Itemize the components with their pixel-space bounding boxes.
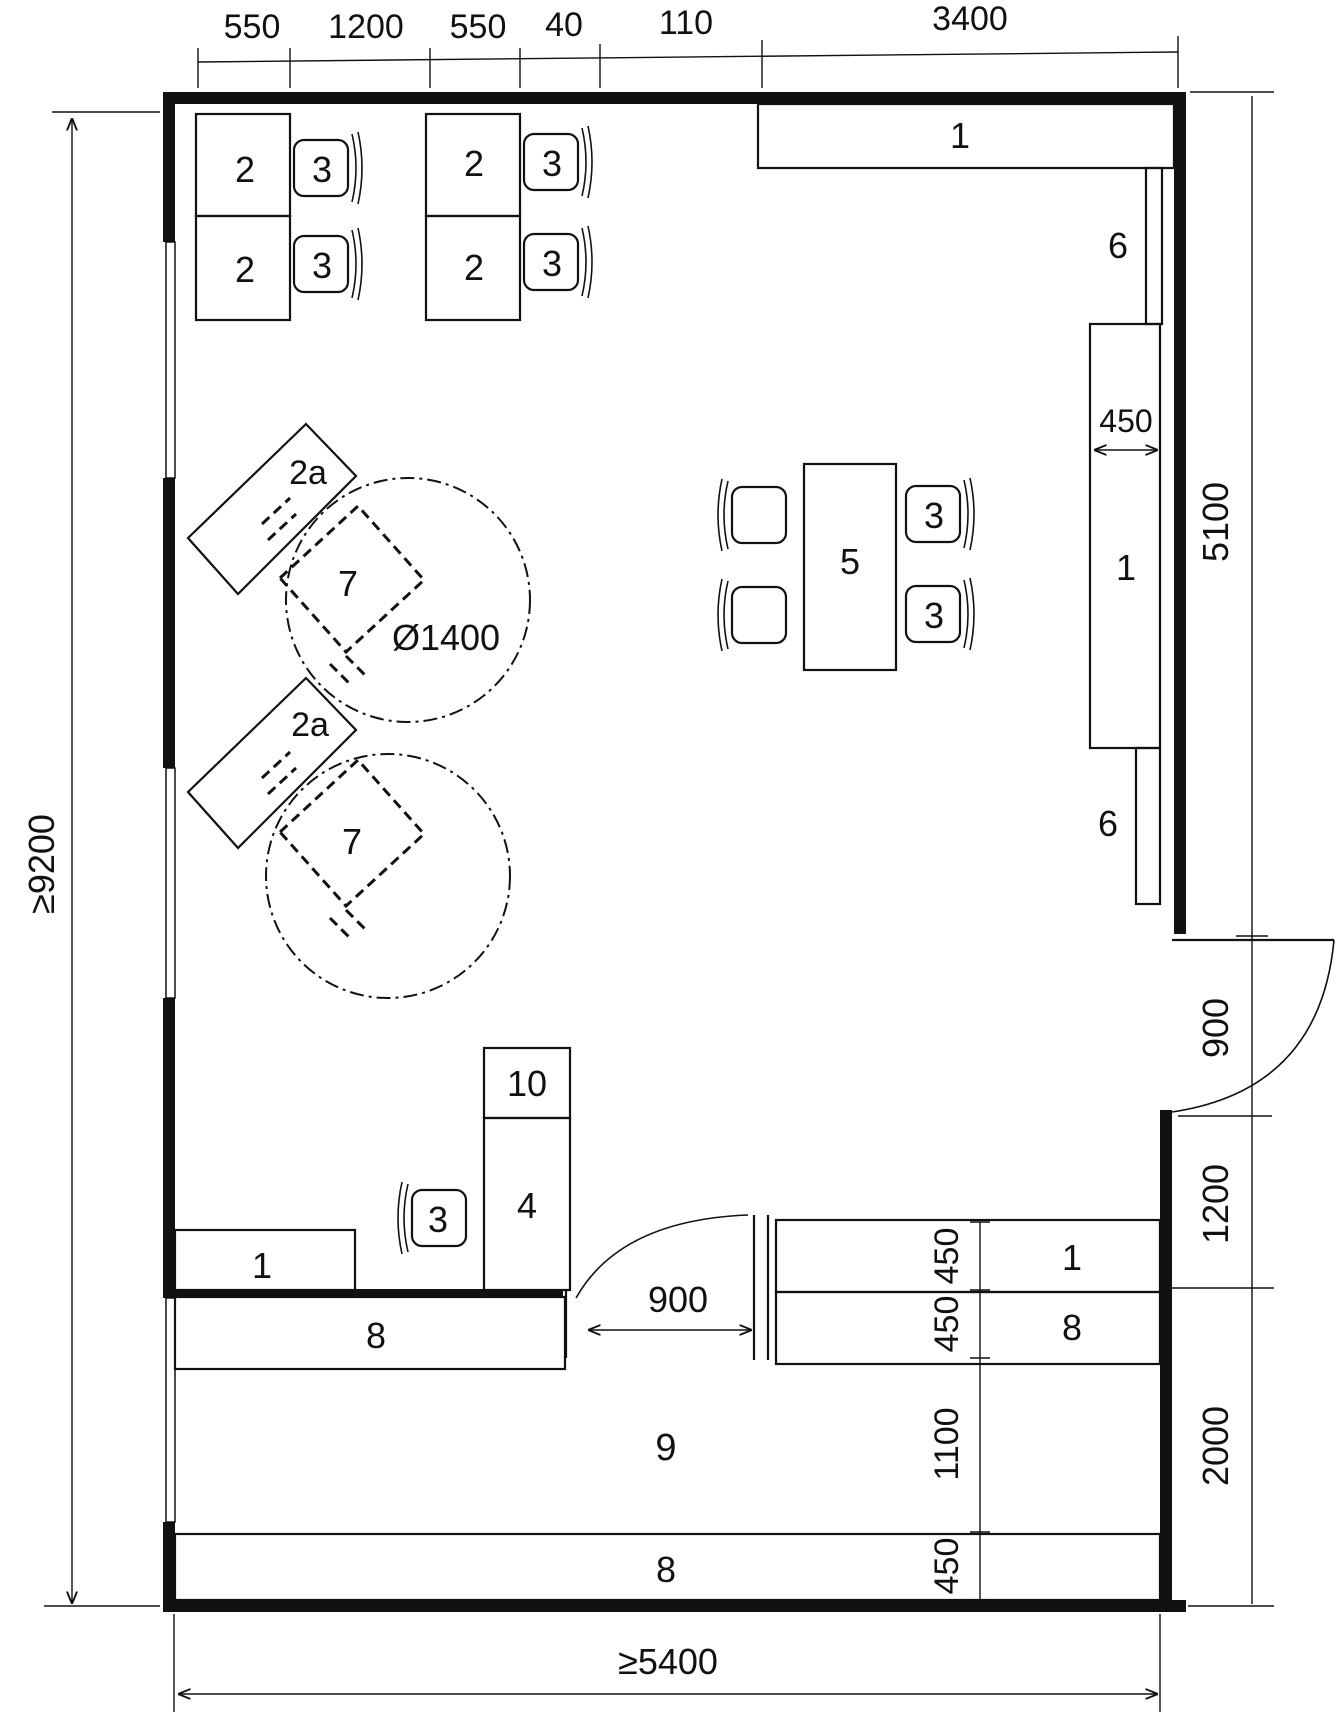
top-wall xyxy=(163,92,1186,104)
label-wheelchair-1: 7 xyxy=(338,563,358,604)
right-wall-lower xyxy=(1160,1110,1172,1612)
walls xyxy=(163,92,1186,1612)
table xyxy=(802,462,898,672)
bottom-dimension-line xyxy=(173,1614,1161,1712)
label-desk-4: 2 xyxy=(464,247,484,288)
label-worktop-lower-left: 1 xyxy=(252,1245,272,1286)
left-wall-lower xyxy=(163,998,175,1298)
dim-top-4: 40 xyxy=(545,6,583,44)
worktop-lower-right xyxy=(774,1218,1162,1294)
label-unit-6-lower: 6 xyxy=(1098,803,1118,844)
bottom-wall xyxy=(163,1600,1186,1612)
label-worktop-lower-right: 1 xyxy=(1062,1237,1082,1278)
dim-right-3: 1200 xyxy=(1195,1164,1236,1244)
angled-desk-1 xyxy=(186,422,358,596)
dim-top-6: 3400 xyxy=(932,0,1008,38)
label-wheelchair-2: 7 xyxy=(342,821,362,862)
window-lower xyxy=(165,1297,176,1523)
unit-6-lower xyxy=(1134,746,1162,906)
turning-circle xyxy=(285,477,531,723)
label-chair-3: 3 xyxy=(542,143,562,184)
label-chair-table-1: 3 xyxy=(924,495,944,536)
dim-top-5: 110 xyxy=(659,4,713,42)
label-unit-6-upper: 6 xyxy=(1108,225,1128,266)
label-unit-10: 10 xyxy=(507,1063,547,1104)
inner-dimension-line xyxy=(970,1221,990,1601)
unit-8-left xyxy=(173,1295,567,1371)
wheelchair-1 xyxy=(260,496,427,686)
left-wall-middle xyxy=(163,478,175,768)
worktop-right xyxy=(1088,322,1162,750)
label-worktop-right: 1 xyxy=(1116,547,1136,588)
right-dimension-line xyxy=(1172,91,1274,1607)
label-table: 5 xyxy=(840,541,860,582)
entry-door xyxy=(1171,938,1335,1113)
label-chair-table-2: 3 xyxy=(924,595,944,636)
wheelchair-2 xyxy=(260,750,427,940)
label-angled-desk-1: 2a xyxy=(289,454,327,492)
worktop-lower-left xyxy=(173,1228,357,1292)
windows xyxy=(165,241,176,1523)
worktop-top-right xyxy=(756,102,1176,170)
right-wall-upper xyxy=(1174,92,1186,934)
dim-right-2: 900 xyxy=(1195,998,1236,1058)
label-chair-2: 3 xyxy=(312,245,332,286)
dim-top-1: 550 xyxy=(224,8,281,46)
dim-inner-2: 450 xyxy=(928,1296,966,1353)
label-desk-1: 2 xyxy=(235,149,255,190)
dim-bottom-total: ≥5400 xyxy=(618,1641,718,1682)
label-area-9: 9 xyxy=(655,1427,676,1469)
unit-8-bottom xyxy=(173,1532,1162,1602)
label-worktop-top-right: 1 xyxy=(950,115,970,156)
left-dimension-line xyxy=(44,111,160,1607)
dim-right-4: 2000 xyxy=(1195,1406,1236,1486)
dim-door-width: 900 xyxy=(648,1279,708,1320)
partition-wall-left xyxy=(163,1289,563,1297)
label-chair-1: 3 xyxy=(312,149,332,190)
label-chair-4: 3 xyxy=(542,243,562,284)
dim-right-1: 5100 xyxy=(1195,482,1236,562)
left-wall-upper xyxy=(163,92,175,242)
chair-table-left-2 xyxy=(716,577,788,653)
top-dimension-line xyxy=(197,36,1179,88)
window-middle xyxy=(165,767,176,999)
label-chair-unit-4: 3 xyxy=(428,1199,448,1240)
left-wall-bottom xyxy=(163,1522,175,1612)
label-angled-desk-2: 2a xyxy=(291,706,329,744)
unit-4 xyxy=(482,1116,572,1292)
label-desk-2: 2 xyxy=(235,249,255,290)
dim-top-3: 550 xyxy=(450,8,507,46)
unit-6-upper xyxy=(1144,166,1164,326)
dim-top-2: 1200 xyxy=(328,8,404,46)
unit-8-right xyxy=(774,1290,1162,1366)
label-desk-3: 2 xyxy=(464,143,484,184)
label-unit-8-left: 8 xyxy=(366,1315,386,1356)
label-turning-circle: Ø1400 xyxy=(392,617,500,658)
dim-inner-1: 450 xyxy=(928,1228,966,1285)
dim-left-total: ≥9200 xyxy=(21,814,62,914)
desk-2 xyxy=(194,214,292,322)
dim-inner-4: 450 xyxy=(928,1538,966,1595)
label-unit-8-bottom: 8 xyxy=(656,1549,676,1590)
turning-circle-2 xyxy=(265,753,511,999)
chair-table-left-1 xyxy=(716,477,788,553)
dim-inner-3: 1100 xyxy=(928,1407,966,1480)
window-upper xyxy=(165,241,176,479)
dim-cabinet-depth: 450 xyxy=(1099,403,1152,439)
desk-4 xyxy=(424,214,522,322)
angled-desk-2 xyxy=(186,676,358,850)
label-unit-8-right: 8 xyxy=(1062,1307,1082,1348)
label-unit-4: 4 xyxy=(517,1185,537,1226)
